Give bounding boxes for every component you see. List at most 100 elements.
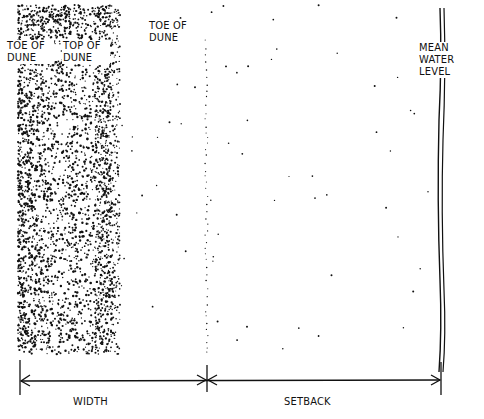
stipple-dot [66,245,68,247]
stipple-dot [39,240,41,242]
stipple-dot [111,202,113,204]
stipple-dot [57,93,58,94]
stipple-dot [81,87,82,88]
stipple-dot [99,96,100,97]
stipple-dot [17,33,19,35]
stipple-dot [53,26,55,28]
stipple-dot [81,23,83,25]
stipple-dot [62,197,63,198]
stipple-dot [23,321,24,322]
stipple-dot [48,138,49,139]
stipple-dot [103,335,104,336]
stipple-dot [99,110,101,112]
stipple-dot [67,322,69,324]
stipple-dot [18,128,20,130]
stipple-dot [97,307,99,309]
stipple-dot [93,288,95,290]
stipple-dot [48,118,50,120]
stipple-dot [107,110,109,112]
stipple-dot [46,269,49,272]
stipple-dot [75,219,77,221]
stipple-dot [100,284,102,286]
stipple-dot [31,309,33,311]
stipple-dot [27,152,29,154]
stipple-dot [32,120,35,123]
stipple-dot [72,168,75,171]
stipple-dot [98,79,101,82]
stipple-dot [29,73,31,75]
stipple-dot [52,233,54,235]
stipple-dot [76,248,78,250]
stipple-dot [35,188,37,190]
stipple-dot [64,242,66,244]
stipple-dot [34,194,36,196]
stipple-dot [74,229,76,231]
stipple-dot [40,320,42,322]
stipple-dot [72,153,74,155]
stipple-dot [25,340,26,341]
stipple-dot [51,324,53,326]
stipple-dot [91,181,93,183]
stipple-dot [23,157,24,158]
stipple-dot [111,41,113,43]
stipple-dot [66,119,67,120]
stipple-dot [110,151,112,153]
stipple-dot [44,230,46,232]
stipple-dot [18,245,21,248]
stipple-dot [26,133,28,135]
stipple-dot [55,35,57,37]
stipple-dot [87,239,89,241]
stipple-dot [25,141,26,142]
stipple-dot [26,130,28,132]
stipple-dot [23,304,25,306]
stipple-dot [37,306,39,308]
stipple-dot [20,88,21,89]
stipple-dot [21,236,22,237]
stipple-dot [23,306,25,308]
stipple-dot [67,177,69,179]
stipple-dot [83,348,85,350]
stipple-dot [111,125,114,128]
stipple-dot [101,36,103,38]
stipple-dot [19,310,21,312]
stipple-dot [49,210,51,212]
stipple-dot [17,236,19,238]
stipple-dot [86,118,88,120]
stipple-dot [21,99,24,102]
stipple-dot [18,153,20,155]
stipple-dot [29,73,32,76]
stipple-dot [56,315,57,316]
stipple-dot [74,77,75,78]
stipple-dot [47,92,49,94]
stipple-dot [106,126,108,128]
stipple-dot [75,295,78,298]
stipple-dot [31,205,33,207]
stipple-dot [86,198,87,199]
stipple-dot [24,290,26,292]
stipple-dot [110,231,112,233]
stipple-dot [36,340,37,341]
stipple-dot [85,124,87,126]
stipple-dot [86,137,89,140]
stipple-dot [96,300,97,301]
stipple-dot [43,279,45,281]
stipple-dot [19,331,21,333]
stipple-dot [87,132,89,134]
stipple-dot [21,102,23,104]
stipple-dot [65,195,67,197]
stipple-dot [85,123,87,125]
stipple-dot [59,161,61,163]
stipple-dot [75,250,76,251]
stipple-dot [44,249,46,251]
stipple-dot [19,182,21,184]
stipple-dot [20,117,22,119]
stipple-dot [45,265,48,268]
stipple-dot [18,89,20,91]
stipple-dot [55,244,57,246]
stipple-dot [51,350,53,352]
stipple-dot [105,135,107,137]
stipple-dot [69,31,71,33]
stipple-dot [80,258,82,260]
stipple-dot [18,133,19,134]
stipple-dot [110,207,112,209]
